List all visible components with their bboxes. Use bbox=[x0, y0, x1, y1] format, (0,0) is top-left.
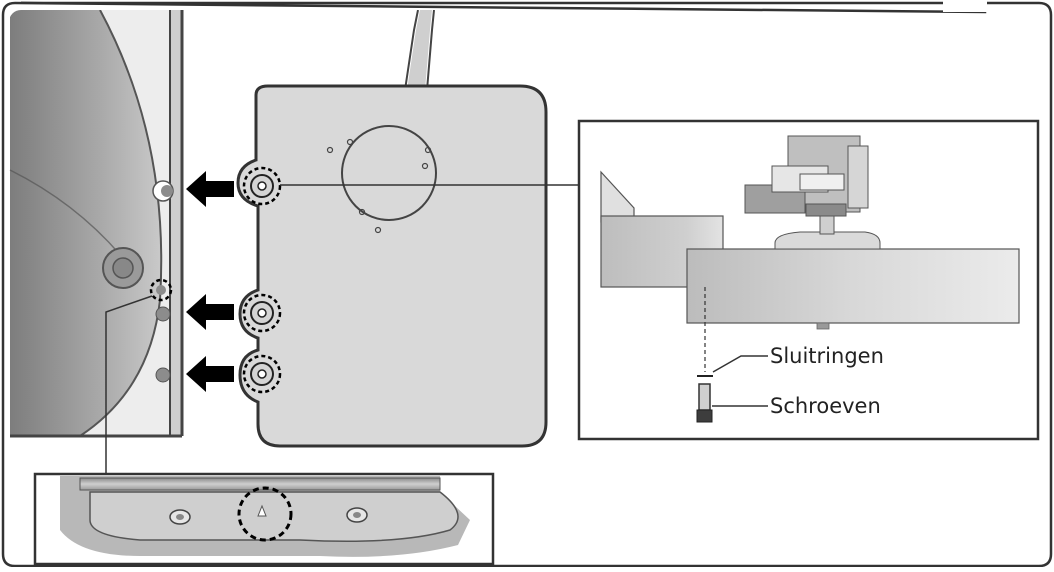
motor-hole bbox=[341, 125, 437, 221]
washers-label: Sluitringen bbox=[770, 344, 884, 368]
hole-highlight bbox=[149, 278, 173, 302]
screw-bottom bbox=[242, 354, 282, 394]
arrow-top bbox=[186, 171, 234, 207]
arrow-middle bbox=[186, 294, 234, 330]
cable bbox=[404, 10, 435, 91]
detail-inset bbox=[577, 119, 1040, 441]
screw-shape bbox=[696, 383, 713, 423]
arrow-bottom bbox=[186, 356, 234, 392]
leader-lines bbox=[105, 184, 580, 474]
turntable-housing bbox=[9, 10, 184, 438]
mounting-panel bbox=[236, 84, 548, 448]
bottom-inset bbox=[33, 472, 495, 566]
screws-label: Schroeven bbox=[770, 394, 881, 418]
hole-highlight-detail bbox=[237, 486, 293, 542]
screw-middle bbox=[242, 293, 282, 333]
screw-top bbox=[242, 166, 282, 206]
direction-arrows bbox=[186, 171, 234, 392]
